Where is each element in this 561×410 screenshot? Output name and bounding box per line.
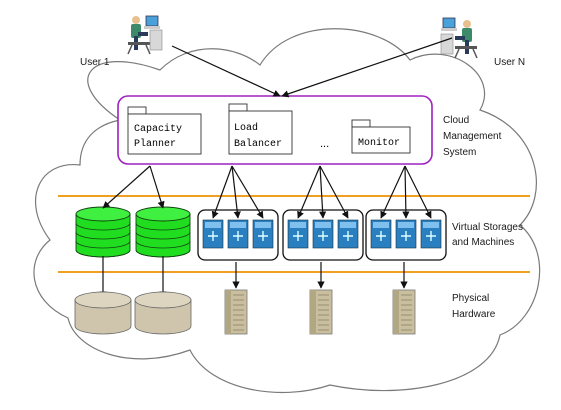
vm-mark: [426, 231, 436, 241]
user-n-label: User N: [494, 57, 526, 68]
virtual-layer-label-line-1: Virtual Storages: [452, 222, 523, 233]
disk-top: [134, 291, 192, 309]
server-tower-icon: [392, 289, 416, 335]
arrow-balancer-to-vm: [231, 165, 241, 219]
storage-ring: [135, 240, 191, 249]
vm-highlight: [255, 222, 271, 228]
infrastructure-layer: [74, 165, 447, 335]
vm-highlight: [290, 222, 306, 228]
arrow-balancer-to-vm: [319, 165, 327, 219]
vm-mark: [208, 231, 218, 241]
arrow-balancer-to-vm: [319, 165, 349, 219]
physical-layer-label-line-2: Hardware: [452, 309, 496, 320]
disk-icon: [74, 291, 132, 335]
disk-body: [134, 299, 192, 335]
virtual-machine-icon: [202, 219, 224, 249]
vm-mark: [376, 231, 386, 241]
virtual-machine-icon: [370, 219, 392, 249]
cms-title-line-2: Management: [443, 131, 502, 142]
vm-mark: [258, 231, 268, 241]
module-load-balancer-line-1: Load: [234, 122, 258, 134]
virtual-machine-icon: [252, 219, 274, 249]
server-tower-icon: [309, 289, 333, 335]
arrow-usern-to-management: [281, 37, 453, 98]
vm-mark: [293, 231, 303, 241]
virtual-machine-icon: [337, 219, 359, 249]
modules-ellipsis: ...: [320, 138, 329, 150]
arrow-planner-to-storage: [102, 165, 151, 209]
virtual-machine-icon: [287, 219, 309, 249]
module-monitor-line-1: Monitor: [358, 137, 400, 149]
storage-stack-icon: [135, 206, 191, 258]
module-load-balancer: Load Balancer: [228, 103, 293, 155]
arrow-balancer-to-vm: [297, 165, 321, 219]
server-side: [393, 290, 399, 334]
arrow-balancer-to-vm: [380, 165, 406, 219]
virtual-machine-icon: [420, 219, 442, 249]
disk-icon: [134, 291, 192, 335]
user-n-icon: [440, 17, 478, 59]
storage-ring: [135, 231, 191, 240]
storage-ring: [135, 222, 191, 231]
vm-highlight: [398, 222, 414, 228]
cms-title-line-3: System: [443, 147, 477, 158]
user-1-icon: [127, 15, 163, 55]
user-1-label: User 1: [80, 57, 110, 68]
vm-highlight: [340, 222, 356, 228]
storage-top: [135, 206, 191, 222]
module-load-balancer-line-2: Balancer: [234, 138, 282, 150]
storage-ring: [75, 222, 131, 231]
module-capacity-planner: Capacity Planner: [127, 106, 202, 155]
vm-highlight: [423, 222, 439, 228]
server-tower-icon: [224, 289, 248, 335]
virtual-machine-icon: [312, 219, 334, 249]
cms-title-line-1: Cloud: [443, 115, 470, 126]
module-capacity-planner-line-1: Capacity: [134, 123, 182, 135]
arrow-user1-to-management: [171, 45, 281, 97]
storage-ring: [75, 231, 131, 240]
arrow-balancer-to-vm: [404, 165, 432, 219]
vm-highlight: [373, 222, 389, 228]
server-side: [310, 290, 316, 334]
vm-mark: [343, 231, 353, 241]
vm-mark: [233, 231, 243, 241]
disk-body: [74, 299, 132, 335]
storage-stack-icon: [75, 206, 131, 258]
vm-mark: [401, 231, 411, 241]
arrow-balancer-to-vm: [211, 165, 233, 219]
server-side: [225, 290, 231, 334]
module-monitor: Monitor: [351, 119, 411, 154]
arrow-planner-to-storage: [149, 165, 165, 209]
vm-highlight: [315, 222, 331, 228]
physical-layer-label-line-1: Physical: [452, 293, 490, 304]
vm-highlight: [205, 222, 221, 228]
virtual-layer-label-line-2: and Machines: [452, 237, 515, 248]
vm-highlight: [230, 222, 246, 228]
storage-ring: [75, 240, 131, 249]
disk-top: [74, 291, 132, 309]
virtual-machine-icon: [395, 219, 417, 249]
arrow-balancer-to-vm: [231, 165, 264, 219]
cloud-outline: [33, 28, 541, 394]
storage-top: [75, 206, 131, 222]
arrow-balancer-to-vm: [402, 165, 410, 219]
virtual-machine-icon: [227, 219, 249, 249]
module-capacity-planner-line-2: Planner: [134, 138, 176, 150]
vm-mark: [318, 231, 328, 241]
